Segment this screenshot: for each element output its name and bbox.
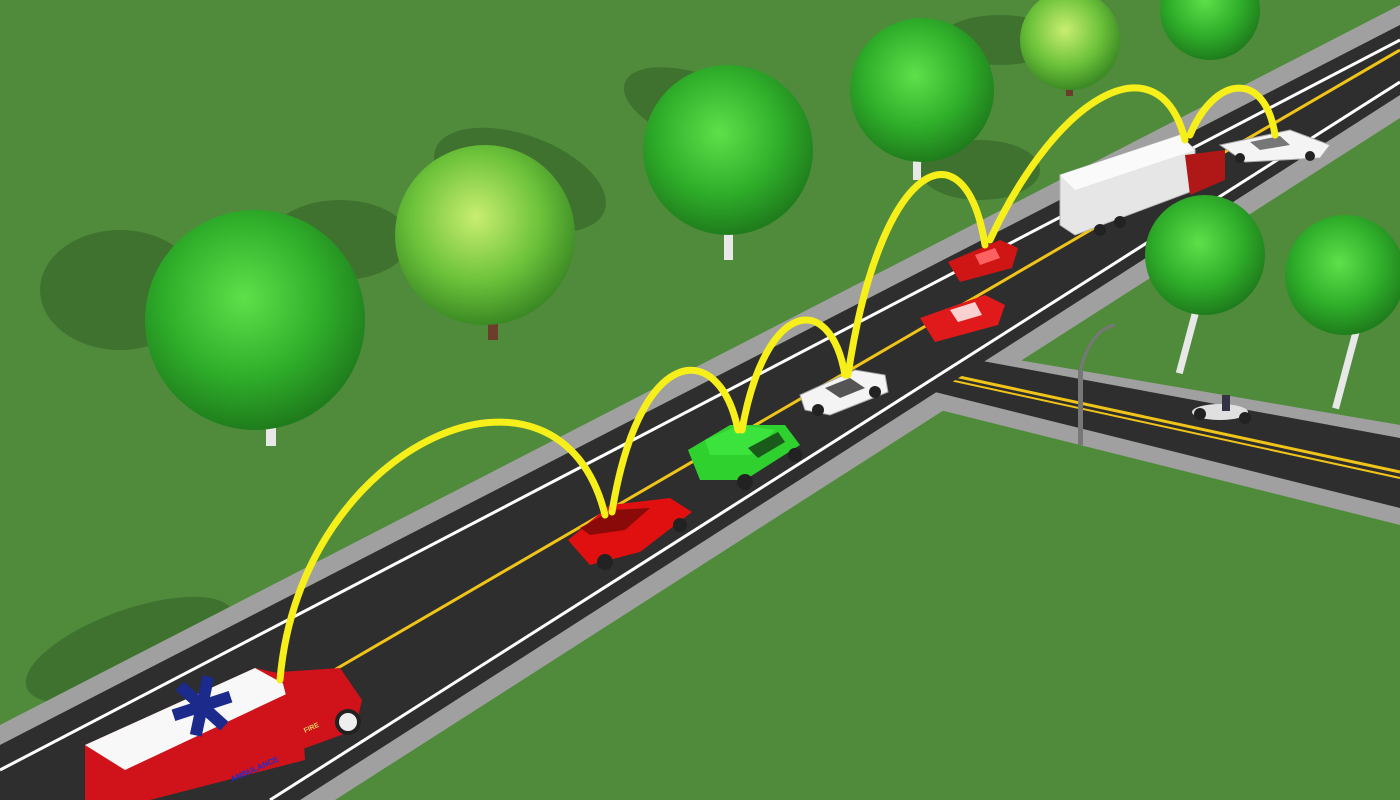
- white-sedan: [799, 369, 889, 416]
- tree-icon: [395, 145, 575, 340]
- tree-icon: [1020, 0, 1120, 96]
- signal-arc: [1186, 84, 1279, 139]
- cross-road: [935, 355, 1400, 508]
- v2v-signal-arcs: [276, 84, 1279, 684]
- green-compact-car: [688, 425, 802, 490]
- tree-icon: [1285, 215, 1400, 410]
- tree-icon: [145, 210, 365, 446]
- red-sports-car-2: [920, 295, 1005, 342]
- street-lamp: [1078, 323, 1116, 445]
- signal-arc: [738, 316, 849, 434]
- red-station-wagon: [568, 498, 692, 570]
- tree-icon: [643, 65, 813, 260]
- cross-road-center-line: [949, 373, 1400, 474]
- motorcycle: [1192, 395, 1251, 424]
- tree-icon: [1160, 0, 1260, 60]
- star-of-life-icon: [171, 675, 233, 737]
- trees: [145, 0, 1400, 446]
- white-sedan-far: [1218, 129, 1331, 163]
- red-sports-car-1: [948, 240, 1018, 282]
- signal-arc: [608, 366, 742, 516]
- signal-arc: [844, 171, 989, 379]
- signal-arc: [276, 418, 609, 684]
- tree-icon: [850, 18, 994, 180]
- main-road: [0, 25, 1400, 800]
- cross-road-center-line-2: [949, 379, 1400, 479]
- tree-icon: [1145, 195, 1265, 375]
- semi-truck: [1059, 134, 1225, 236]
- signal-arc: [986, 84, 1189, 244]
